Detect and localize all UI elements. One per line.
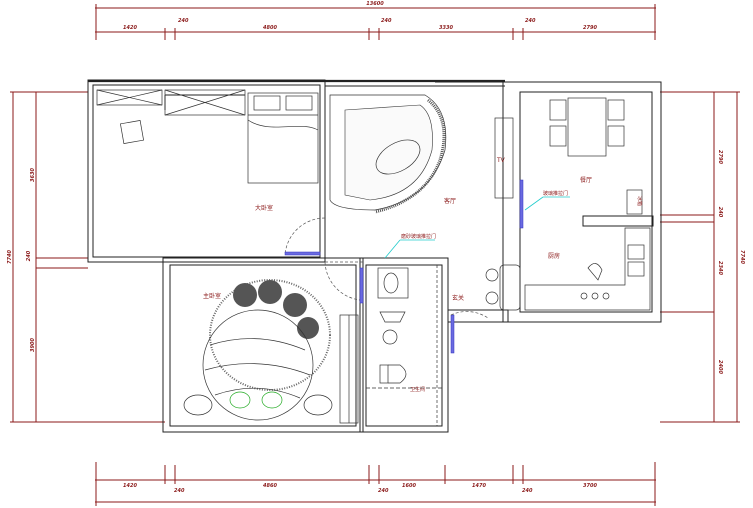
dim-right-2: 2340 (717, 261, 723, 275)
fridge (626, 189, 643, 215)
fridge-label: 冰箱 (636, 196, 643, 206)
note-sliding-door-dining: 玻璃推拉门 (543, 190, 568, 197)
dim-left-0: 3630 (30, 168, 36, 182)
entry-door[interactable] (450, 314, 455, 354)
dim-bottom-0: 1420 (123, 483, 137, 489)
dim-right-3: 2400 (717, 360, 723, 374)
bath-sliding-door[interactable] (359, 267, 364, 304)
note-sliding-door-bath: 磨砂玻璃推拉门 (401, 233, 436, 240)
dim-top-1: 240 (178, 18, 189, 24)
stool (485, 268, 499, 282)
room-label-main-bedroom: 主卧室 (203, 292, 221, 300)
desk-chair (120, 120, 144, 144)
round-bed (183, 279, 333, 421)
dim-top-3: 240 (381, 18, 392, 24)
dim-top-2: 4800 (263, 25, 277, 31)
dim-bottom-5: 1470 (472, 483, 486, 489)
dim-right-total: 7740 (739, 250, 745, 264)
wardrobe (96, 89, 246, 116)
dim-left-2: 3900 (30, 338, 36, 352)
dim-top-4: 3330 (439, 25, 453, 31)
dim-bottom-2: 4860 (263, 483, 277, 489)
sofa-set (329, 94, 447, 214)
dim-bottom-6: 240 (522, 488, 533, 494)
dim-left-total: 7740 (7, 250, 13, 264)
dim-left-1: 240 (26, 250, 32, 261)
dim-top-0: 1420 (123, 25, 137, 31)
dim-top-6: 2790 (583, 25, 597, 31)
dim-right-0: 2790 (717, 150, 723, 164)
room-label-dining: 餐厅 (580, 176, 592, 184)
bathroom-fixtures (366, 267, 442, 389)
bedroom-door[interactable] (284, 251, 321, 256)
dining-sliding-door[interactable] (519, 179, 524, 229)
dim-bottom-7: 3700 (583, 483, 597, 489)
dim-bottom-4: 1600 (402, 483, 416, 489)
leader-line (384, 239, 401, 259)
room-label-kitchen: 厨房 (548, 252, 560, 260)
kitchen-counter (499, 227, 651, 311)
double-bed (247, 92, 319, 184)
dim-bottom-3: 240 (378, 488, 389, 494)
dim-top-total: 13600 (366, 1, 384, 7)
room-label-living-room: 客厅 (444, 197, 456, 205)
room-label-foyer: 玄关 (452, 294, 464, 302)
dim-top-5: 240 (525, 18, 536, 24)
tv-label: TV (496, 157, 506, 164)
dim-bottom-1: 240 (174, 488, 185, 494)
closet (339, 314, 359, 424)
door-swing (324, 261, 365, 301)
stool (485, 291, 499, 305)
tv-cabinet (494, 117, 514, 199)
left-dimension-lines (10, 91, 165, 423)
bottom-dimension-lines (95, 462, 656, 506)
dining-table (549, 97, 625, 157)
top-dimension-lines (95, 4, 656, 40)
door-swing (450, 311, 489, 319)
walls (87, 79, 662, 433)
room-label-bathroom: 卫生间 (410, 386, 425, 393)
dim-right-1: 240 (717, 207, 723, 218)
leader-line (524, 196, 544, 211)
door-swing (284, 217, 326, 256)
right-dimension-lines (660, 91, 740, 423)
room-label-master-bedroom: 大卧室 (255, 204, 273, 212)
